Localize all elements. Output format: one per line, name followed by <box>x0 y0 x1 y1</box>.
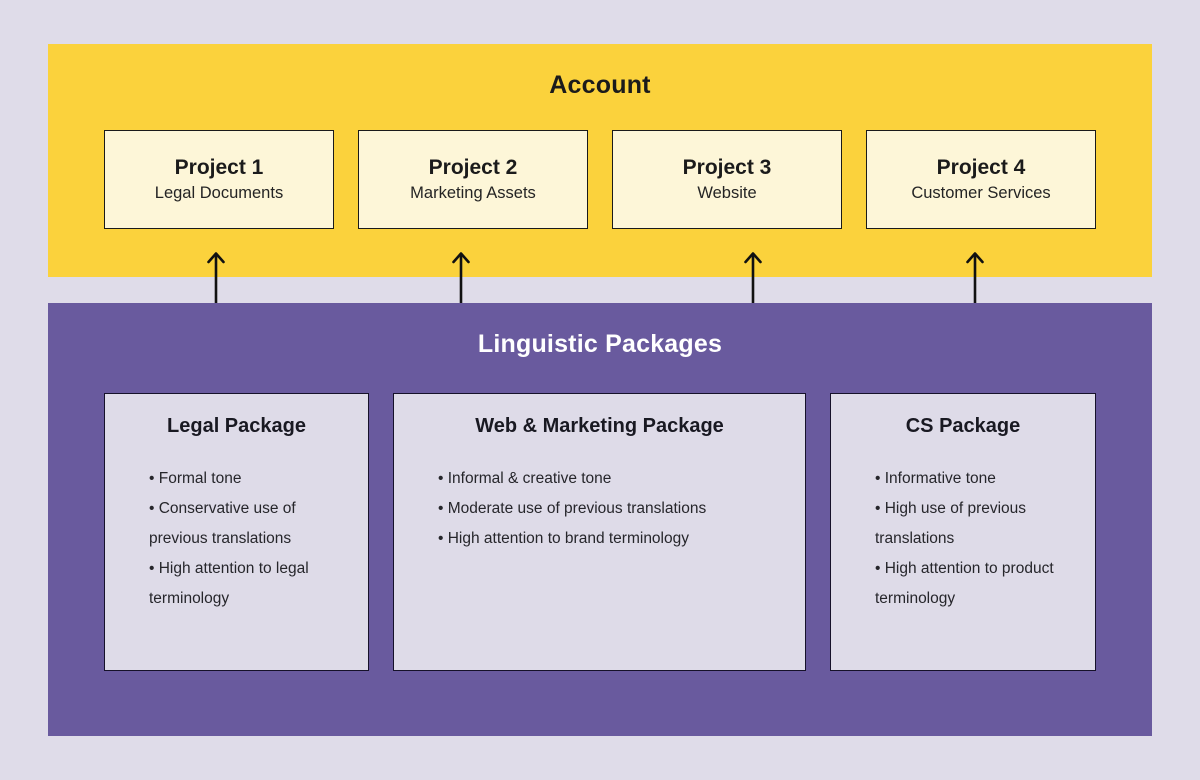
project-3-subtitle: Website <box>697 184 757 202</box>
linguistic-packages-panel: Linguistic Packages Legal Package Formal… <box>48 303 1152 736</box>
account-title: Account <box>549 71 651 99</box>
web-marketing-package-bullets: Informal & creative tone Moderate use of… <box>394 464 805 554</box>
cs-package-bullets: Informative tone High use of previous tr… <box>831 464 1095 614</box>
bullet-item: Formal tone <box>149 464 342 494</box>
bullet-item: High use of previous translations <box>875 494 1069 554</box>
web-marketing-package-box: Web & Marketing Package Informal & creat… <box>393 393 806 671</box>
legal-package-box: Legal Package Formal tone Conservative u… <box>104 393 369 671</box>
account-panel: Account Project 1 Legal Documents Projec… <box>48 44 1152 277</box>
project-3-box: Project 3 Website <box>612 130 842 229</box>
bullet-item: High attention to brand terminology <box>438 524 779 554</box>
bullet-item: Informative tone <box>875 464 1069 494</box>
bullet-item: Informal & creative tone <box>438 464 779 494</box>
project-4-box: Project 4 Customer Services <box>866 130 1096 229</box>
project-4-subtitle: Customer Services <box>911 184 1051 202</box>
project-2-name: Project 2 <box>428 156 518 179</box>
bullet-item: Moderate use of previous translations <box>438 494 779 524</box>
bullet-item: Conservative use of previous translation… <box>149 494 342 554</box>
bullet-item: High attention to product terminology <box>875 554 1069 614</box>
cs-package-title: CS Package <box>905 415 1021 437</box>
bullet-item: High attention to legal terminology <box>149 554 342 614</box>
project-1-subtitle: Legal Documents <box>154 184 284 202</box>
legal-package-bullets: Formal tone Conservative use of previous… <box>105 464 368 614</box>
cs-package-box: CS Package Informative tone High use of … <box>830 393 1096 671</box>
projects-row: Project 1 Legal Documents Project 2 Mark… <box>104 130 1096 229</box>
project-1-name: Project 1 <box>174 156 264 179</box>
legal-package-title: Legal Package <box>167 415 306 437</box>
linguistic-packages-title: Linguistic Packages <box>477 330 723 358</box>
project-2-subtitle: Marketing Assets <box>410 184 536 202</box>
project-1-box: Project 1 Legal Documents <box>104 130 334 229</box>
project-2-box: Project 2 Marketing Assets <box>358 130 588 229</box>
project-4-name: Project 4 <box>936 156 1026 179</box>
web-marketing-package-title: Web & Marketing Package <box>475 415 724 437</box>
project-3-name: Project 3 <box>682 156 772 179</box>
